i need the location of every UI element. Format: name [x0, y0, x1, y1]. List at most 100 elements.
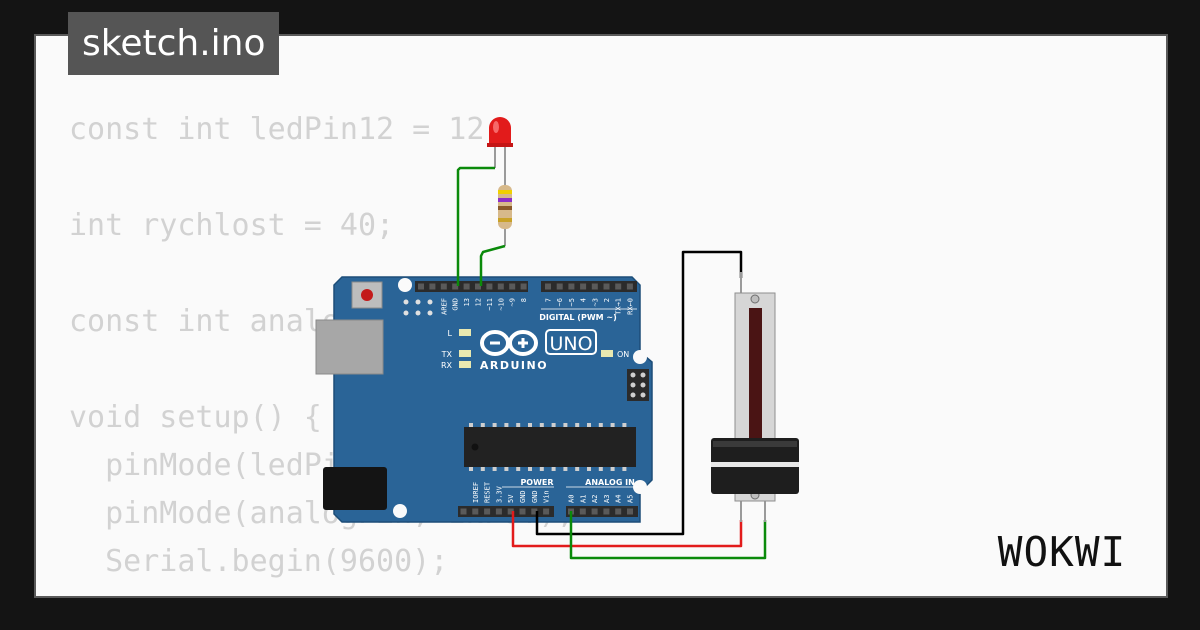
digital-header-left [415, 281, 528, 292]
mounting-hole [633, 480, 647, 494]
header-pin[interactable] [440, 283, 447, 290]
pin-label: A5 [627, 495, 635, 503]
pin-label: 2 [603, 298, 611, 302]
header-pin[interactable] [545, 283, 551, 290]
header-pin[interactable] [615, 508, 622, 515]
header-pin[interactable] [591, 283, 598, 290]
chip-pin [575, 467, 580, 471]
header-pin[interactable] [486, 283, 493, 290]
slide-potentiometer[interactable] [711, 272, 799, 522]
led-tx-indicator [459, 350, 471, 357]
header-pin[interactable] [603, 508, 610, 515]
chip-pin [504, 423, 509, 427]
header-pin[interactable] [615, 283, 622, 290]
pin-label: ~5 [568, 298, 576, 306]
pin-label: TX→1 [615, 298, 623, 315]
chip-pin [528, 467, 532, 471]
pin-label: 13 [463, 298, 471, 306]
header-pin[interactable] [418, 283, 424, 290]
header-pin[interactable] [626, 283, 633, 290]
wire-pot-vcc[interactable] [511, 511, 743, 548]
power-header [458, 506, 554, 517]
header-pin[interactable] [519, 508, 526, 515]
screw-icon [750, 294, 760, 304]
wire-led-gnd[interactable] [456, 166, 495, 286]
pin-label: A3 [603, 495, 611, 503]
slider-knob[interactable] [711, 438, 799, 494]
chip-pin [504, 467, 509, 471]
pin-label: GND [531, 490, 539, 503]
header-pin[interactable] [603, 283, 610, 290]
chip-pin [563, 467, 568, 471]
pin-label: ~6 [556, 298, 564, 306]
header-pin[interactable] [580, 283, 587, 290]
header-pin[interactable] [497, 283, 504, 290]
wires [456, 166, 767, 560]
wire-resistor-pin12[interactable] [479, 244, 506, 286]
header-pin[interactable] [627, 508, 633, 515]
digital-header-pins[interactable] [418, 283, 633, 290]
board-model: UNO [549, 333, 592, 355]
header-pin[interactable] [520, 283, 527, 290]
pin-label: A4 [615, 495, 623, 503]
sketch-title-tab[interactable]: sketch.ino [68, 12, 280, 75]
chip-pin [551, 423, 556, 427]
header-pin[interactable] [531, 508, 538, 515]
power-header-label: POWER [520, 478, 553, 487]
wire-pot-gnd[interactable] [535, 250, 743, 536]
arduino-logo-icon [480, 330, 538, 356]
header-pin[interactable] [591, 508, 598, 515]
red-led[interactable] [487, 117, 513, 182]
chip-pin [492, 467, 497, 471]
pin-label: A2 [591, 495, 599, 503]
led-tx-label: TX [441, 350, 453, 359]
pin-label: GND [519, 490, 527, 503]
digital-header-right [541, 281, 637, 292]
resistor[interactable] [498, 182, 512, 246]
chip-pin [539, 423, 544, 427]
led-l-indicator [459, 329, 471, 336]
chip-pin [563, 423, 568, 427]
chip-pin [469, 423, 473, 427]
chip-pin [551, 467, 556, 471]
bottom-header-pins[interactable] [460, 508, 634, 515]
code-line: void setup() { [69, 400, 322, 435]
led-rx-indicator [459, 361, 471, 368]
code-line: } [69, 586, 575, 596]
led-l-label: L [448, 329, 453, 338]
mounting-hole [393, 504, 407, 518]
header-pin[interactable] [509, 283, 516, 290]
header-pin[interactable] [472, 508, 479, 515]
reset-button-cap[interactable] [361, 289, 373, 301]
wokwi-logo: WOKWI [998, 528, 1126, 576]
chip-pin [480, 423, 485, 427]
header-pin[interactable] [507, 508, 514, 515]
header-pin[interactable] [543, 508, 550, 515]
pin-label: 3.3V [495, 485, 503, 503]
header-pin[interactable] [463, 283, 470, 290]
pin-label: IOREF [472, 482, 480, 503]
header-pin[interactable] [484, 508, 491, 515]
pin-label: 5V [507, 494, 515, 503]
header-pin[interactable] [568, 283, 575, 290]
analog-header-label: ANALOG IN [585, 478, 635, 487]
header-pin[interactable] [460, 508, 467, 515]
chip-pin [598, 467, 603, 471]
code-line: int rychlost = 40; [69, 208, 395, 243]
mounting-hole [633, 350, 647, 364]
microcontroller-chip [464, 427, 636, 467]
pin-label: A0 [568, 495, 576, 503]
header-pin[interactable] [475, 283, 481, 290]
chip-pin [516, 423, 521, 427]
chip-pin [539, 467, 544, 471]
header-pin[interactable] [452, 283, 459, 290]
chip-pin [622, 423, 627, 427]
header-pin[interactable] [495, 508, 502, 515]
wire-pot-signal[interactable] [569, 511, 767, 560]
header-pin[interactable] [579, 508, 586, 515]
header-pin[interactable] [556, 283, 563, 290]
chip-pin [528, 423, 532, 427]
header-pin[interactable] [429, 283, 436, 290]
chip-pin [480, 467, 485, 471]
